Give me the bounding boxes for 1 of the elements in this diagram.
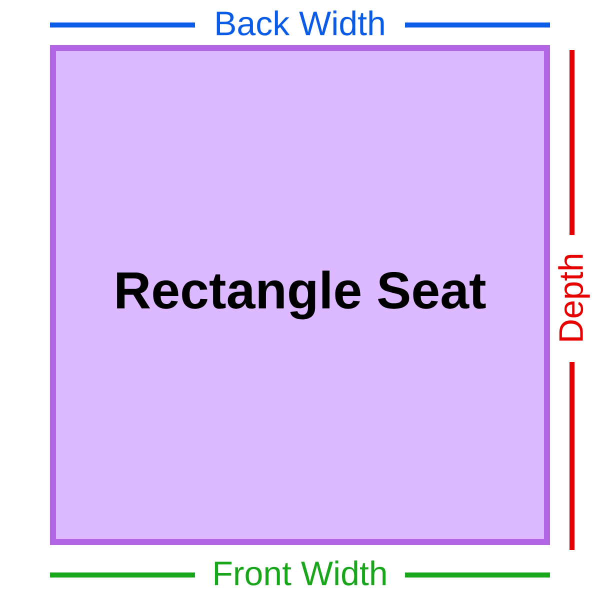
seat-rectangle: Rectangle Seat — [50, 45, 550, 545]
